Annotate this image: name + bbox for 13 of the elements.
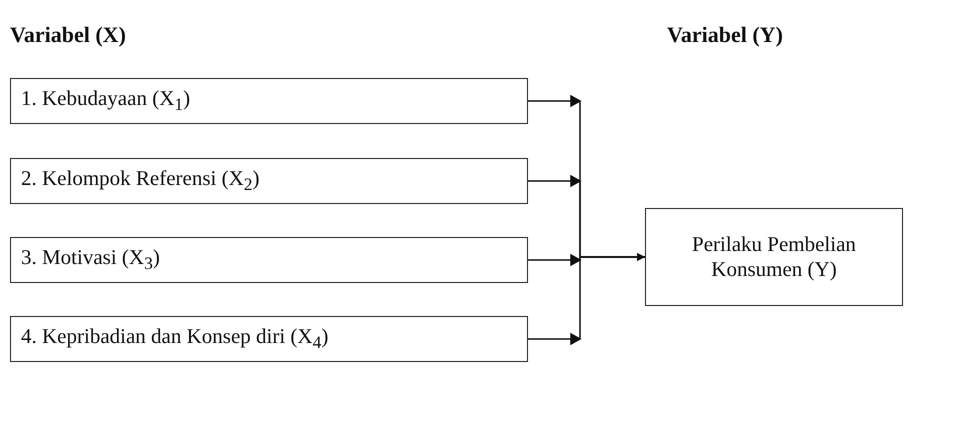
outcome-box <box>645 208 903 306</box>
node-text: 4. Kepribadian dan Konsep diri (X$_{4}$) <box>21 324 328 354</box>
column-heading: Variabel (Y) <box>667 22 783 48</box>
variable-box <box>10 158 528 204</box>
node-text: 3. Motivasi (X$_{3}$) <box>21 245 160 275</box>
variable-box <box>10 78 528 124</box>
variable-box <box>10 316 528 362</box>
variable-box <box>10 237 528 283</box>
column-heading: Variabel (X) <box>10 22 126 48</box>
node-text: 2. Kelompok Referensi (X$_{2}$) <box>21 166 260 196</box>
merging-arrow <box>527 253 646 345</box>
node-text: 1. Kebudayaan (X$_{1}$) <box>21 86 190 116</box>
node-text: Perilaku Pembelian Konsumen (Y) <box>691 232 857 282</box>
